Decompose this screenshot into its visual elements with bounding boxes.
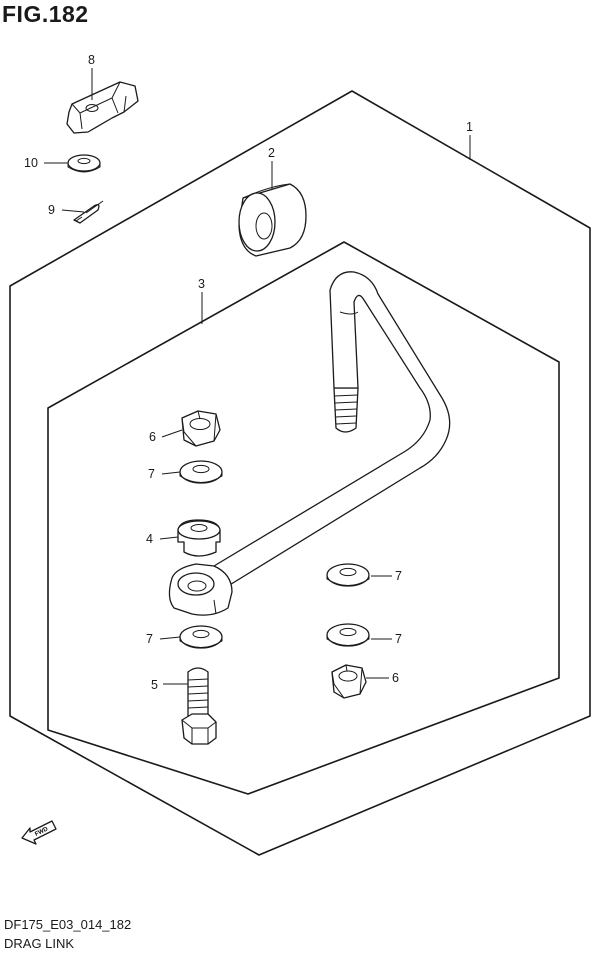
washer-part-10[interactable] (67, 154, 101, 173)
callout-1: 1 (466, 120, 473, 134)
bracket-part-8[interactable] (66, 81, 139, 134)
washer-part-7-upper-left[interactable] (179, 460, 223, 484)
callout-7-upper-left: 7 (148, 467, 155, 481)
fwd-arrow-icon: FWD (21, 820, 57, 845)
callout-7-right-lower: 7 (395, 632, 402, 646)
cotter-pin-part-9[interactable] (73, 200, 104, 224)
kit-outline-hexagon (9, 90, 591, 856)
figure-name: DRAG LINK (4, 936, 75, 951)
callout-6-left: 6 (149, 430, 156, 444)
callout-5: 5 (151, 678, 158, 692)
callout-7-right-upper: 7 (395, 569, 402, 583)
washer-part-7-lower-left[interactable] (179, 625, 223, 649)
callout-3: 3 (198, 277, 205, 291)
fwd-label: FWD (34, 826, 50, 838)
nut-part-6-right[interactable] (331, 664, 367, 699)
callout-2: 2 (268, 146, 275, 160)
model-code: DF175_E03_014_182 (4, 917, 132, 932)
bolt-part-5[interactable] (181, 667, 217, 745)
callout-8: 8 (88, 53, 95, 67)
callout-4: 4 (146, 532, 153, 546)
bushing-part-4[interactable] (177, 519, 221, 557)
nut-part-6-left[interactable] (181, 410, 221, 447)
leader-lines (44, 68, 471, 685)
callout-9: 9 (48, 203, 55, 217)
callout-6-right: 6 (392, 671, 399, 685)
callout-10: 10 (24, 156, 38, 170)
callout-7-lower-left: 7 (146, 632, 153, 646)
figure-title: FIG.182 (2, 1, 89, 27)
washer-part-7-right-lower[interactable] (326, 623, 370, 647)
drag-link-rod[interactable] (168, 271, 451, 616)
assembly-outline-hexagon (47, 241, 560, 795)
bushing-part-2[interactable] (238, 183, 307, 257)
washer-part-7-right-upper[interactable] (326, 563, 370, 587)
